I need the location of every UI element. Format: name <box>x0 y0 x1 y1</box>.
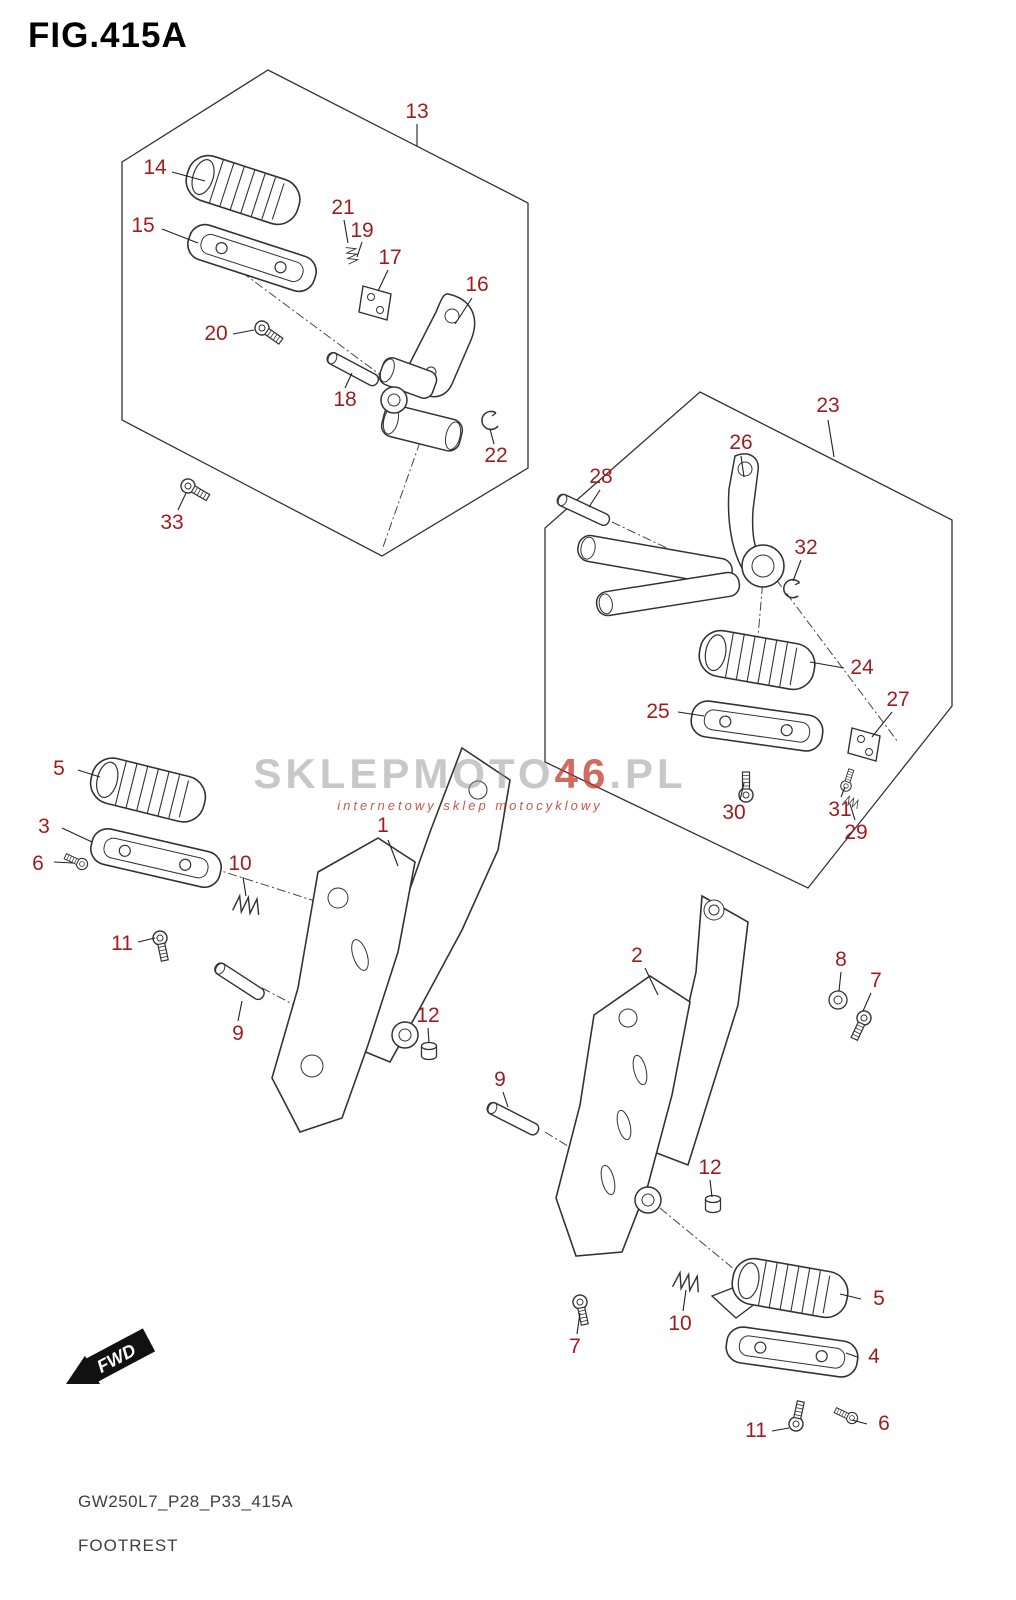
bracket-2-hole-top <box>703 899 725 921</box>
bracket-3-drawing <box>86 824 226 892</box>
hanger-16-hole <box>444 308 460 324</box>
bracket-2-boss-inner <box>641 1193 655 1207</box>
pivot-eye <box>380 386 408 414</box>
footer-part-code: GW250L7_P28_P33_415A <box>78 1492 294 1511</box>
bolt-6b-drawing <box>832 1404 861 1427</box>
arm-pivot-eye-inner <box>751 554 775 578</box>
plate-27-hole2 <box>865 748 873 756</box>
bracket-1-hole-mid <box>327 887 349 909</box>
plate-17-hole2 <box>376 306 384 314</box>
bracket-1-hole-low <box>300 1054 324 1078</box>
bolt-7b-drawing <box>570 1292 593 1327</box>
spring-29-drawing <box>843 794 861 810</box>
fwd-banner <box>84 1328 156 1383</box>
cap-12b-drawing <box>704 1194 722 1214</box>
bolt-11b-drawing <box>786 1399 809 1434</box>
footpeg-5b-drawing <box>728 1254 852 1322</box>
pin-9b-drawing <box>484 1099 542 1138</box>
spring-10b-drawing <box>671 1271 703 1293</box>
footrest-bracket-left <box>62 746 511 1133</box>
footpeg-24-drawing <box>695 626 819 694</box>
bracket-1-boss <box>391 1021 419 1049</box>
bracket-4-drawing <box>723 1324 861 1380</box>
bracket-1-boss-inner <box>398 1028 412 1042</box>
pivot-cylinder-lower <box>380 404 464 452</box>
plate-27-hole <box>857 735 865 743</box>
footpeg-14-drawing <box>179 149 307 231</box>
clip-32-drawing <box>781 576 803 600</box>
bracket-2-slot-3 <box>600 1164 616 1196</box>
fwd-arrowhead <box>66 1355 100 1385</box>
bracket-2-hole-top-inner <box>708 904 720 916</box>
lower-arm-drawing <box>595 571 741 617</box>
pin-18-drawing <box>324 350 381 389</box>
bolt-20-drawing <box>251 317 286 348</box>
spring-10a-drawing <box>231 894 263 916</box>
pin-9a-drawing <box>212 960 267 1003</box>
bracket-1-hole-top <box>468 780 488 800</box>
bolt-7a-drawing <box>847 1007 875 1043</box>
bracket-15-drawing <box>182 219 322 297</box>
frame-box-top-left <box>121 69 529 557</box>
figure-title: FIG.415A <box>28 16 188 55</box>
plate-17-drawing <box>358 285 392 321</box>
washer-8-inner <box>833 995 843 1005</box>
bracket-2-slot-1 <box>632 1054 648 1086</box>
frame-box-top-right <box>544 391 953 889</box>
fwd-arrow: FWD <box>66 1328 156 1385</box>
washer-8-drawing <box>828 990 848 1010</box>
footer-figure-name: FOOTREST <box>78 1536 179 1555</box>
assembly-axis-lines <box>211 261 899 1285</box>
footpeg-assembly-top-left <box>177 149 499 505</box>
bracket-25-drawing <box>688 698 826 754</box>
bracket-2-hole-mid <box>618 1008 638 1028</box>
pivot-eye-inner <box>387 393 401 407</box>
leader-lines <box>53 124 893 1432</box>
bracket-2-front-plate <box>555 975 691 1257</box>
bracket-1-slot <box>351 939 369 971</box>
footpeg-5a-drawing <box>85 752 211 828</box>
bracket-2-boss <box>634 1186 662 1214</box>
bolt-6a-drawing <box>62 850 91 873</box>
arm-pivot-eye <box>741 544 785 588</box>
bolt-11a-drawing <box>150 928 173 963</box>
plate-17-hole <box>367 293 375 301</box>
screw-31-drawing <box>838 767 857 794</box>
pin-28-drawing <box>554 491 612 528</box>
cap-12a-drawing <box>420 1041 438 1061</box>
footrest-bracket-right <box>484 894 875 1434</box>
clip-22-drawing <box>481 410 499 431</box>
bracket-2-slot-2 <box>616 1109 632 1141</box>
spring-19-drawing <box>345 245 359 265</box>
arm-26-hole <box>737 461 753 477</box>
footpeg-assembly-top-right <box>554 453 881 810</box>
